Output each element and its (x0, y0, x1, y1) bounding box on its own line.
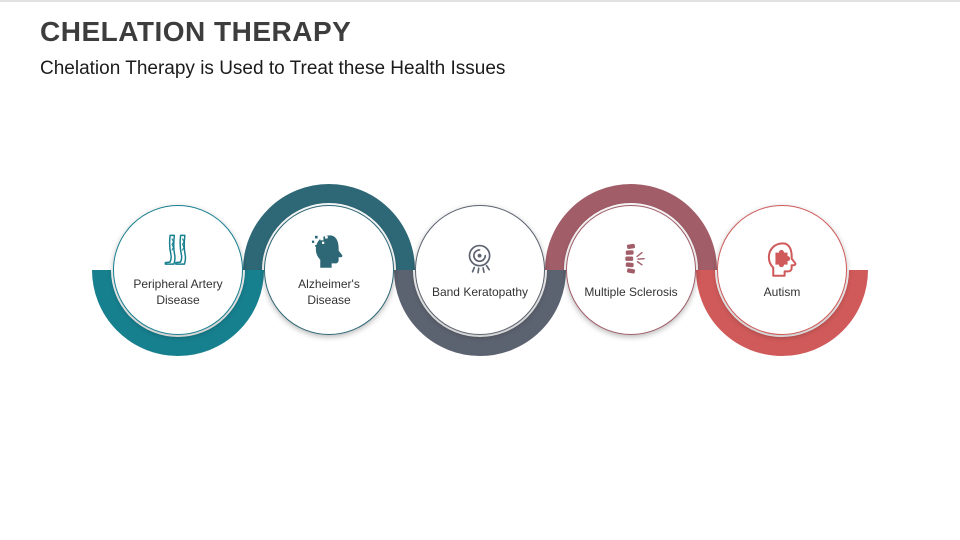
item-label: Alzheimer's Disease (298, 277, 360, 307)
chain-item-autism: Autism (696, 184, 868, 356)
chain-diagram: Peripheral Artery Disease Alzheimer's Di… (0, 184, 960, 360)
page-subtitle: Chelation Therapy is Used to Treat these… (40, 58, 506, 79)
item-disc: Alzheimer's Disease (264, 205, 394, 335)
chain-item-peripheral-artery-disease: Peripheral Artery Disease (92, 184, 264, 356)
item-label: Band Keratopathy (431, 285, 529, 300)
item-label: Multiple Sclerosis (584, 285, 678, 300)
item-label: Autism (763, 285, 801, 300)
page-title: CHELATION THERAPY (40, 16, 352, 47)
chain-item-multiple-sclerosis: Multiple Sclerosis (545, 184, 717, 356)
item-disc: Band Keratopathy (415, 205, 545, 335)
peripheral-artery-legs-icon (164, 235, 187, 266)
alzheimers-head-icon (311, 235, 343, 269)
title-block: CHELATION THERAPY Chelation Therapy is U… (40, 16, 505, 80)
item-label: Peripheral Artery Disease (133, 277, 223, 307)
multiple-sclerosis-spine-icon (625, 244, 645, 274)
chain-item-band-keratopathy: Band Keratopathy (394, 184, 566, 356)
chain-item-alzheimers-disease: Alzheimer's Disease (243, 184, 415, 356)
autism-head-puzzle-icon (767, 242, 797, 277)
item-disc: Multiple Sclerosis (566, 205, 696, 335)
item-disc: Autism (717, 205, 847, 335)
band-keratopathy-eye-icon (468, 244, 491, 274)
item-disc: Peripheral Artery Disease (113, 205, 243, 335)
